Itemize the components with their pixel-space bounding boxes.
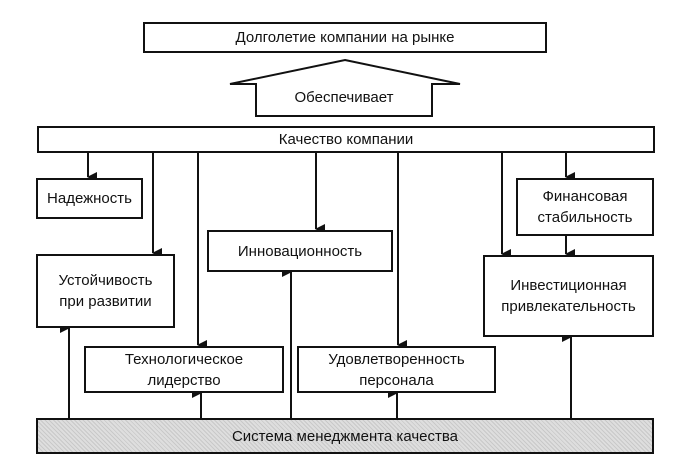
provides-arrow	[229, 58, 461, 117]
financial-stability-box: Финансовая стабильность	[516, 178, 654, 236]
innovation-box: Инновационность	[207, 230, 393, 272]
provides-label: Обеспечивает	[294, 89, 394, 106]
stability-box: Устойчивость при развитии	[36, 254, 175, 328]
quality-management-system-bar: Система менеджмента качества	[36, 418, 654, 454]
staff-satisfaction-box: Удовлетворенность персонала	[297, 346, 496, 393]
reliability-box: Надежность	[36, 178, 143, 219]
tech-leadership-box: Технологическое лидерство	[84, 346, 284, 393]
investment-attractiveness-box: Инвестиционная привлекательность	[483, 255, 654, 337]
company-quality-bar: Качество компании	[37, 126, 655, 153]
company-longevity-box: Долголетие компании на рынке	[143, 22, 547, 53]
